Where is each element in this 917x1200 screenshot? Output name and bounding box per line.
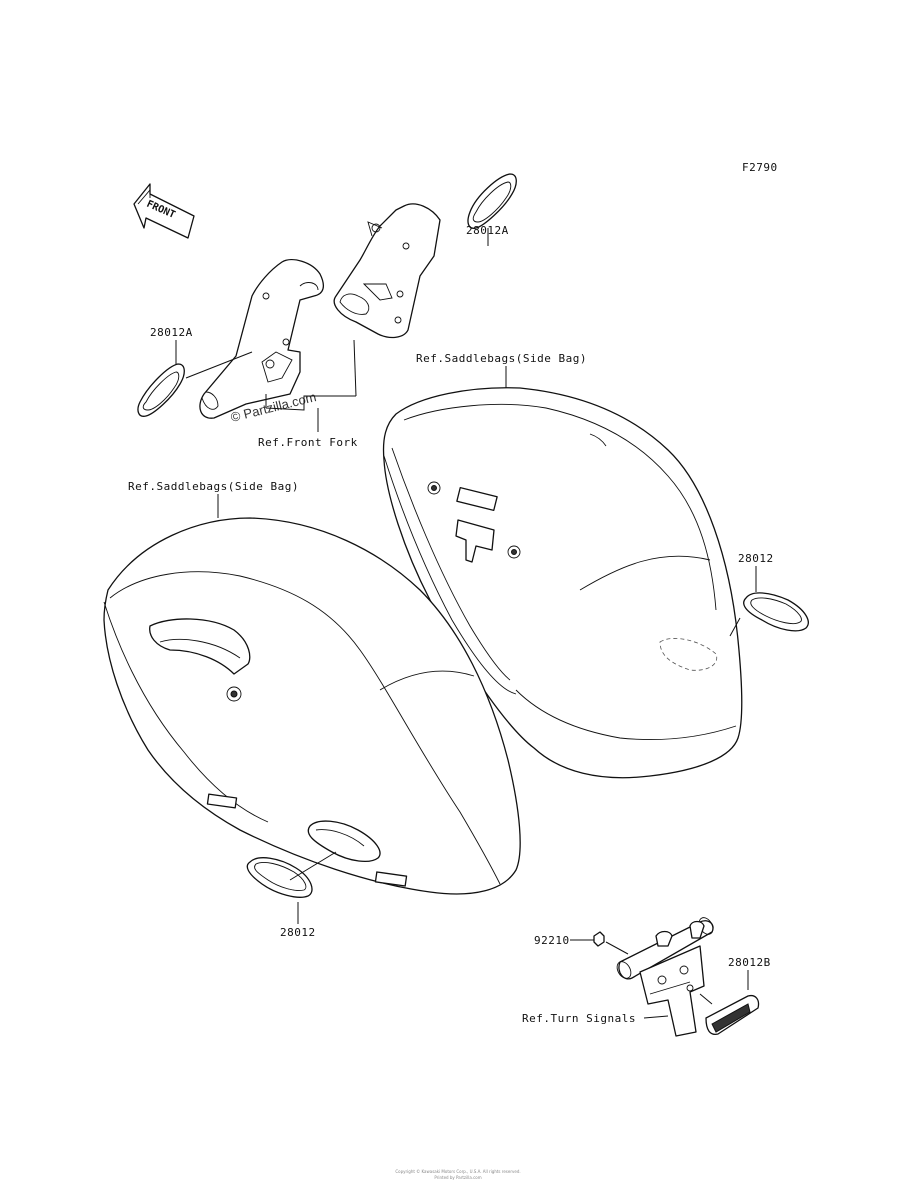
ref-saddlebags-right-label: Ref.Saddlebags(Side Bag) xyxy=(416,352,587,365)
footer-printed: Printed by Partzilla.com xyxy=(434,1175,481,1180)
saddlebag-left: Ref.Saddlebags(Side Bag) xyxy=(103,480,521,895)
ref-front-fork-label: Ref.Front Fork xyxy=(258,436,358,449)
turn-signal-bracket: 92210 28012B Ref.Turn Signals xyxy=(522,917,771,1037)
emblem-28012-bottom: 28012 xyxy=(246,851,337,939)
label-28012A-right-fork: 28012A xyxy=(466,173,517,246)
figure-code: F2790 xyxy=(742,161,778,174)
ref-saddlebags-left-label: Ref.Saddlebags(Side Bag) xyxy=(128,480,299,493)
label-92210: 92210 xyxy=(534,934,570,947)
emblem-28012-right: 28012 xyxy=(729,552,809,637)
label-28012A-top: 28012A xyxy=(466,224,509,237)
ref-turn-signals-label: Ref.Turn Signals xyxy=(522,1012,636,1025)
front-direction-arrow: FRONT xyxy=(133,183,195,239)
saddlebag-right: Ref.Saddlebags(Side Bag) xyxy=(382,352,743,779)
label-28012-bottom: 28012 xyxy=(280,926,316,939)
label-28012A-left-fork: 28012A xyxy=(137,326,253,417)
label-28012-right: 28012 xyxy=(738,552,774,565)
label-28012B: 28012B xyxy=(728,956,771,969)
footer-copyright: Copyright © Kawasaki Motors Corp., U.S.A… xyxy=(395,1169,520,1174)
front-fork-right-leg xyxy=(333,203,441,397)
label-28012A-left: 28012A xyxy=(150,326,193,339)
front-fork-left-leg xyxy=(199,259,325,419)
